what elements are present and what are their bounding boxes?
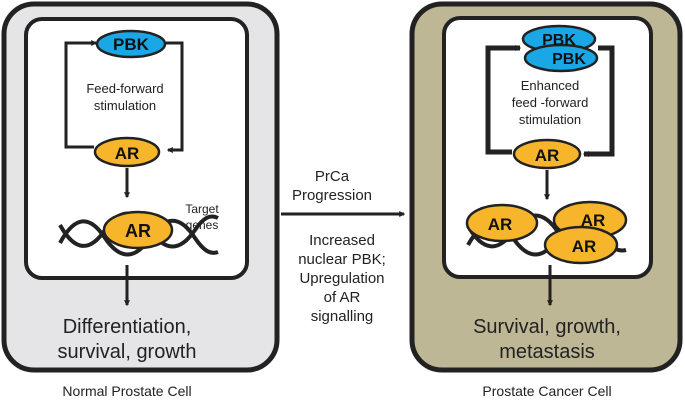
normal-outcome-line2: survival, growth xyxy=(58,341,197,363)
normal-outcome-line1: Differentiation, xyxy=(63,316,192,338)
ar-top-label: AR xyxy=(115,144,140,163)
effect-line-2: nuclear PBK; xyxy=(298,251,386,268)
ar-dna-label-1: AR xyxy=(488,215,513,234)
ar-dna-label: AR xyxy=(125,221,151,241)
cancer-outcome-line2: metastasis xyxy=(499,341,595,363)
enhanced-text-line1: Enhanced xyxy=(521,78,580,93)
normal-cell-panel: PBK Feed-forward stimulation AR AR Targe… xyxy=(1,1,280,373)
ar-dna-label-3: AR xyxy=(572,237,597,256)
feedforward-loop-left xyxy=(64,40,98,149)
pbk-label-1: PBK xyxy=(542,32,576,49)
cancer-outcome-line1: Survival, growth, xyxy=(473,316,621,338)
effect-line-3: Upregulation xyxy=(299,270,384,287)
effect-line-5: signalling xyxy=(311,308,374,325)
enhanced-text-line2: feed -forward xyxy=(512,95,589,110)
ar-protein-top xyxy=(93,136,161,168)
progression-section: PrCa Progression Increased nuclear PBK; … xyxy=(281,168,406,325)
pbk-label: PBK xyxy=(113,35,150,54)
ar-protein-dna-1 xyxy=(465,203,539,243)
effect-line-1: Increased xyxy=(309,232,375,249)
progression-line2: Progression xyxy=(292,187,372,204)
pbk-protein xyxy=(95,29,167,59)
pbk-protein-2 xyxy=(523,43,599,73)
ar-protein-dna-3 xyxy=(543,225,619,265)
normal-cell-caption: Normal Prostate Cell xyxy=(62,383,191,399)
feedforward-loop-right xyxy=(166,41,184,153)
cancer-cell-panel: PBK PBK Enhanced feed -forward stimulati… xyxy=(409,1,683,373)
feedforward-text-line2: stimulation xyxy=(94,98,156,113)
ar-dna-label-2: AR xyxy=(581,211,606,230)
ar-protein-top-cancer xyxy=(512,138,582,170)
ar-protein-dna xyxy=(102,210,174,250)
enhanced-loop-left xyxy=(485,45,522,155)
enhanced-loop-right xyxy=(582,45,615,157)
pbk-label-2: PBK xyxy=(552,51,586,68)
feedforward-text-line1: Feed-forward xyxy=(86,81,163,96)
enhanced-text-line3: stimulation xyxy=(519,112,581,127)
cancer-cell-caption: Prostate Cancer Cell xyxy=(482,383,611,399)
ar-top-label-cancer: AR xyxy=(535,146,560,165)
effect-line-4: of AR xyxy=(324,289,361,306)
target-genes-line2: genes xyxy=(186,218,219,232)
progression-line1: PrCa xyxy=(315,168,350,185)
target-genes-line1: Target xyxy=(185,202,219,216)
